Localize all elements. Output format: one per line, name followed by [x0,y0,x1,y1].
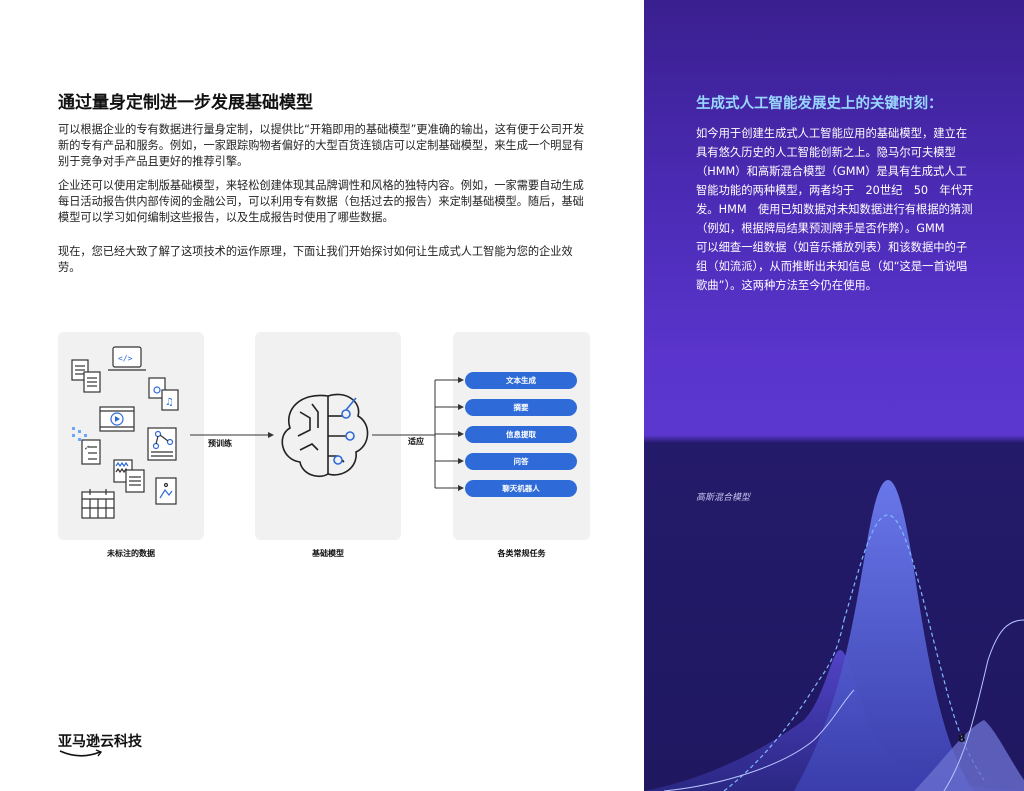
svg-text:</>: </> [118,354,133,363]
graph-document-icon [147,427,177,461]
pretrain-label: 预训练 [208,439,232,448]
gaussian-mixture-illustration [644,480,1024,791]
task-text-generation: 文本生成 [465,372,577,389]
audio-file-icon: ♫ [148,377,179,411]
gmm-chart-caption: 高斯混合模型 [696,493,751,503]
page-title: 通过量身定制进一步发展基础模型 [58,93,313,113]
right-page: 生成式人工智能发展史上的关键时刻： 如今用于创建生成式人工智能应用的基础模型，建… [644,0,1024,791]
task-summary: 摘要 [465,399,577,416]
diagram-graphics: </> ♫ ✓ [71,346,464,519]
brain-network-icon [281,393,369,478]
caption-tasks: 各类常规任务 [497,549,546,558]
svg-text:✓: ✓ [84,444,90,452]
caption-unlabeled-data: 未标注的数据 [107,549,155,558]
adapt-arrows [372,377,464,491]
company-logo: 亚马逊云科技 [58,734,142,750]
pretrain-arrow [190,432,274,438]
left-page: 通过量身定制进一步发展基础模型 可以根据企业的专有数据进行量身定制，以提供比“开… [58,93,590,757]
waveform-document-icon [113,459,145,493]
checklist-icon: ✓ [81,439,101,465]
calendar-icon [81,489,115,519]
paragraph-2: 企业还可以使用定制版基础模型，来轻松创建体现其品牌调性和风格的独特内容。例如，一… [58,179,584,224]
svg-text:♫: ♫ [165,397,174,408]
logo-smile-icon [59,749,103,757]
document-icon [71,359,101,393]
page-number: 8 [958,732,966,745]
sidebar-title: 生成式人工智能发展史上的关键时刻： [696,96,943,112]
sidebar-body: 如今用于创建生成式人工智能应用的基础模型，建立在具有悠久历史的人工智能创新之上。… [696,127,974,292]
laptop-code-icon: </> [108,346,146,371]
video-icon [99,406,135,432]
task-information-extraction: 信息提取 [465,426,577,443]
dots-icon [72,427,87,441]
caption-foundation-model: 基础模型 [312,549,344,558]
paragraph-3: 现在，您已经大致了解了这项技术的运作原理，下面让我们开始探讨如何让生成式人工智能… [58,245,573,274]
task-chatbot: 聊天机器人 [465,480,577,497]
task-qa: 问答 [465,453,577,470]
image-file-icon [155,477,177,505]
paragraph-1: 可以根据企业的专有数据进行量身定制，以提供比“开箱即用的基础模型”更准确的输出，… [58,123,585,168]
adapt-label: 适应 [408,437,424,446]
